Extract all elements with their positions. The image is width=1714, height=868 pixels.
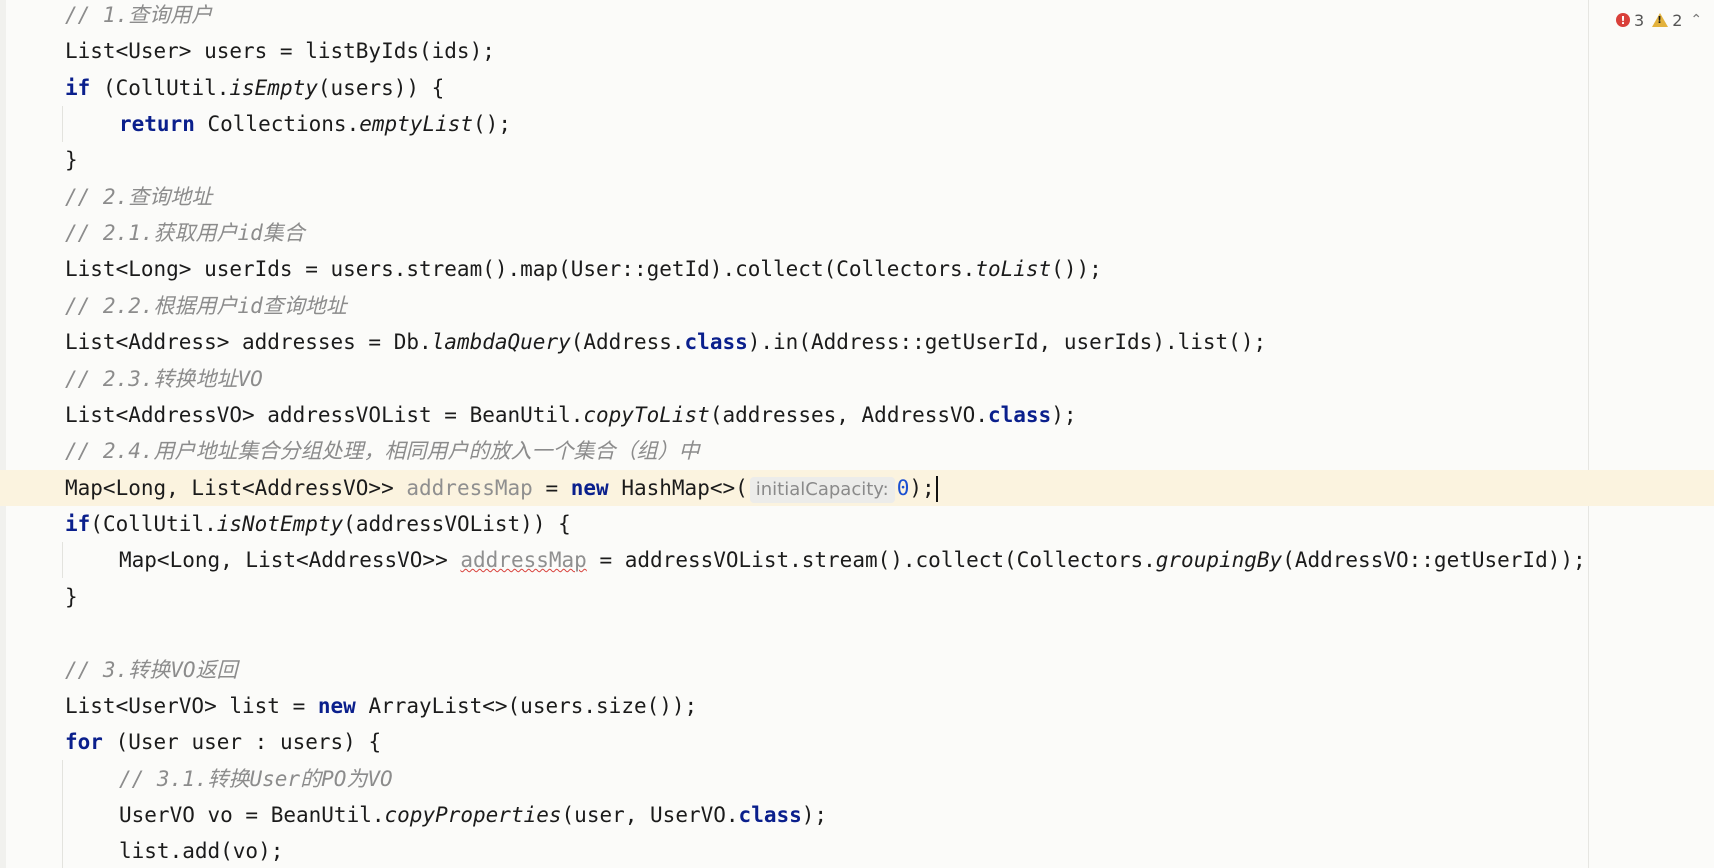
code-keyword: if [65, 512, 91, 536]
code-keyword: class [987, 403, 1052, 427]
code-text: ArrayList<>(users.size()); [355, 694, 698, 718]
code-number: 0 [896, 476, 910, 500]
code-comment: // 3.1.转换User的PO为VO [119, 767, 393, 791]
code-text: (user, UserVO. [561, 803, 739, 827]
code-line[interactable]: // 2.4.用户地址集合分组处理，相同用户的放入一个集合（组）中 [0, 433, 1714, 469]
code-text: ).in(Address::getUserId, userIds).list()… [747, 330, 1267, 354]
code-method: copyToList [583, 403, 710, 427]
code-line[interactable]: if (CollUtil.isEmpty(users)) { [0, 70, 1714, 106]
code-text: } [65, 148, 78, 172]
indent-guide [62, 760, 63, 868]
code-text: (CollUtil. [90, 512, 217, 536]
code-text: } [65, 585, 78, 609]
current-code-line[interactable]: Map<Long, List<AddressVO>> addressMap = … [0, 470, 1714, 506]
code-keyword: return [119, 112, 195, 136]
code-method: groupingBy [1155, 548, 1283, 572]
code-text: (); [473, 112, 511, 136]
code-method: isNotEmpty [216, 512, 344, 536]
code-text: (CollUtil. [90, 76, 230, 100]
indent-guide [62, 542, 63, 578]
code-text: List<Address> addresses = Db. [65, 330, 432, 354]
code-method: copyProperties [384, 803, 562, 827]
error-icon: ! [1616, 13, 1630, 27]
code-text: Collections. [194, 112, 360, 136]
code-comment: // 2.4.用户地址集合分组处理，相同用户的放入一个集合（组）中 [65, 439, 700, 463]
code-text: List<AddressVO> addressVOList = BeanUtil… [65, 403, 584, 427]
code-comment: // 3.转换VO返回 [65, 658, 238, 682]
parameter-hint: initialCapacity: [749, 477, 895, 503]
code-comment: // 2.2.根据用户id查询地址 [65, 294, 347, 318]
code-line[interactable]: return Collections.emptyList(); [0, 106, 1714, 142]
code-line[interactable]: // 3.转换VO返回 [0, 652, 1714, 688]
code-text: ()); [1051, 257, 1102, 281]
code-line[interactable]: List<Long> userIds = users.stream().map(… [0, 251, 1714, 287]
code-comment: // 2.3.转换地址VO [65, 367, 263, 391]
code-text: List<User> users = listByIds(ids); [65, 39, 495, 63]
code-text: (User user : users) { [102, 730, 382, 754]
right-margin-guide [1588, 0, 1589, 868]
code-comment: // 1.查询用户 [65, 3, 213, 27]
unused-variable: addressMap [406, 476, 533, 500]
code-comment: // 2.1.获取用户id集合 [65, 221, 305, 245]
code-method: isEmpty [229, 76, 318, 100]
warning-count[interactable]: ! 2 [1652, 11, 1682, 30]
editor-gutter [0, 0, 6, 868]
code-method: emptyList [359, 112, 474, 136]
code-line[interactable]: // 1.查询用户 [0, 0, 1714, 33]
code-line[interactable]: if(CollUtil.isNotEmpty(addressVOList)) { [0, 506, 1714, 542]
code-text: (AddressVO::getUserId)); [1282, 548, 1586, 572]
code-keyword: class [738, 803, 802, 827]
code-keyword: class [684, 330, 748, 354]
code-line[interactable]: List<Address> addresses = Db.lambdaQuery… [0, 324, 1714, 360]
code-line[interactable]: UserVO vo = BeanUtil.copyProperties(user… [0, 797, 1714, 833]
code-method: lambdaQuery [431, 330, 571, 354]
code-text: (users)) { [317, 76, 445, 100]
chevron-up-icon[interactable]: ⌃ [1690, 12, 1703, 28]
code-keyword: for [65, 730, 103, 754]
code-line[interactable]: // 2.3.转换地址VO [0, 361, 1714, 397]
code-line[interactable]: } [0, 142, 1714, 178]
code-text: (addressVOList)) { [343, 512, 571, 536]
code-line[interactable]: List<AddressVO> addressVOList = BeanUtil… [0, 397, 1714, 433]
code-text: ); [1051, 403, 1077, 427]
indent-guide [62, 106, 63, 142]
code-keyword: new [570, 476, 609, 500]
text-caret [935, 476, 938, 502]
code-method: toList [975, 257, 1052, 281]
error-count-value: 3 [1634, 10, 1645, 30]
code-text: list.add(vo); [119, 839, 284, 863]
code-line[interactable]: // 3.1.转换User的PO为VO [0, 761, 1714, 797]
inspection-widget[interactable]: ! 3 ! 2 ⌃ [1616, 8, 1702, 32]
code-line[interactable]: } [0, 579, 1714, 615]
code-line[interactable]: // 2.2.根据用户id查询地址 [0, 288, 1714, 324]
code-line[interactable]: for (User user : users) { [0, 724, 1714, 760]
code-line[interactable]: // 2.查询地址 [0, 179, 1714, 215]
code-text: Map<Long, List<AddressVO>> [65, 476, 407, 500]
error-count[interactable]: ! 3 [1616, 11, 1644, 30]
code-line[interactable]: list.add(vo); [0, 833, 1714, 868]
code-text: Map<Long, List<AddressVO>> [119, 548, 461, 572]
code-keyword: new [317, 694, 356, 718]
warning-icon: ! [1652, 13, 1669, 27]
code-line[interactable]: List<UserVO> list = new ArrayList<>(user… [0, 688, 1714, 724]
code-text: (Address. [570, 330, 685, 354]
code-text: ); [909, 476, 935, 500]
warning-count-value: 2 [1672, 10, 1683, 30]
code-keyword: if [65, 76, 91, 100]
error-variable[interactable]: addressMap [460, 548, 587, 572]
code-comment: // 2.查询地址 [65, 185, 213, 209]
code-text: List<UserVO> list = [65, 694, 318, 718]
code-text: = addressVOList.stream().collect(Collect… [586, 548, 1156, 572]
code-line[interactable]: // 2.1.获取用户id集合 [0, 215, 1714, 251]
code-text: List<Long> userIds = users.stream().map(… [65, 257, 976, 281]
code-text: (addresses, AddressVO. [709, 403, 988, 427]
code-text: HashMap<>( [608, 476, 748, 500]
code-text: ); [801, 803, 828, 827]
code-text: = [532, 476, 571, 500]
code-text: UserVO vo = BeanUtil. [119, 803, 385, 827]
code-line-empty[interactable] [0, 615, 1714, 651]
code-line[interactable]: List<User> users = listByIds(ids); [0, 33, 1714, 69]
code-line[interactable]: Map<Long, List<AddressVO>> addressMap = … [0, 542, 1714, 578]
